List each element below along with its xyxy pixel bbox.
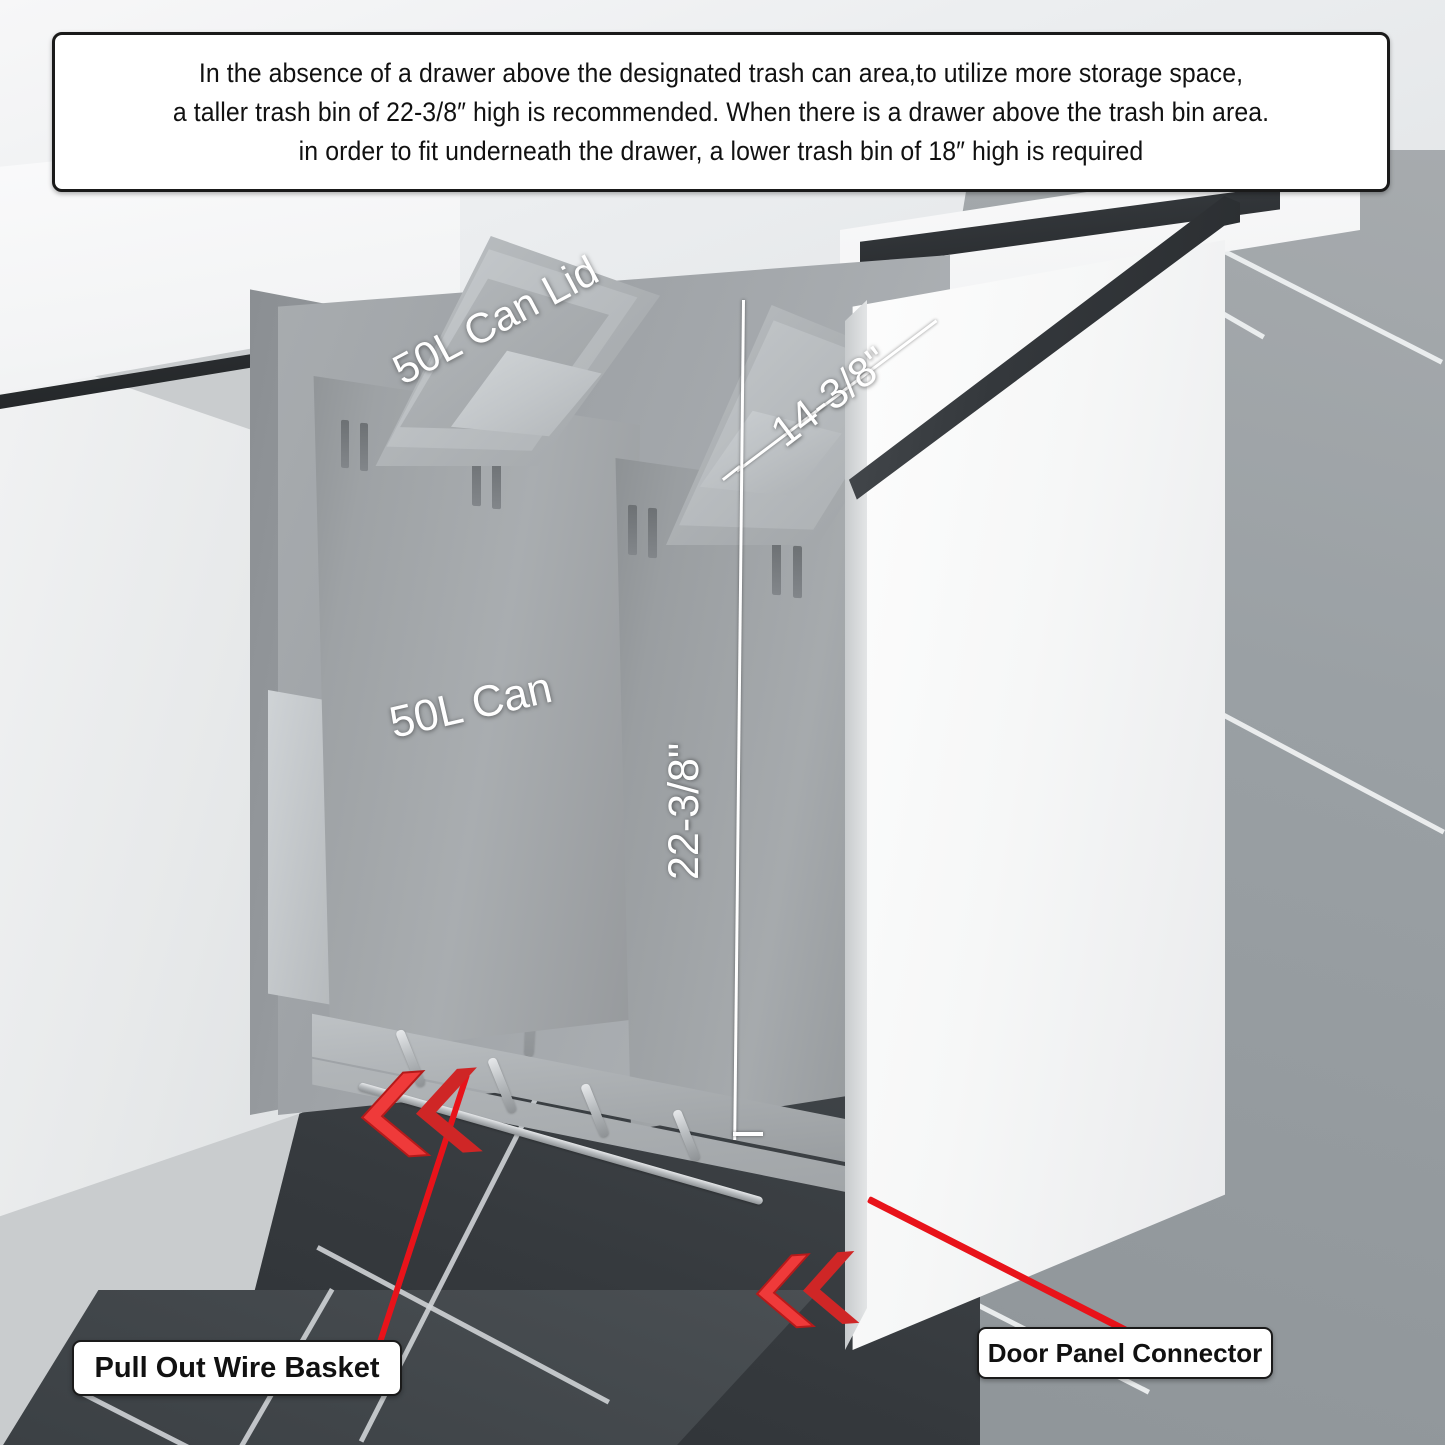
notice-line-3: in order to fit underneath the drawer, a…: [298, 135, 1144, 166]
double-chevron-left-icon: [345, 1064, 483, 1165]
bin-vent-slot: [341, 419, 349, 469]
door-panel-edge: [845, 300, 867, 1350]
bin-vent-slot: [492, 458, 501, 510]
bin-vent-slot: [360, 422, 368, 472]
notice-callout-box: In the absence of a drawer above the des…: [52, 32, 1390, 192]
bin-vent-slot: [648, 507, 657, 559]
bin-vent-slot: [772, 542, 781, 596]
notice-line-1: In the absence of a drawer above the des…: [198, 57, 1244, 88]
door-panel[interactable]: [852, 240, 1225, 1350]
callout-label-text: Pull Out Wire Basket: [94, 1351, 380, 1384]
height-dimension-cap: [733, 1132, 763, 1136]
bin-vent-slot: [628, 504, 637, 556]
callout-label-text: Door Panel Connector: [987, 1337, 1263, 1368]
callout-pull-out-wire-basket: Pull Out Wire Basket: [72, 1340, 402, 1396]
double-chevron-left-icon: [742, 1248, 860, 1333]
notice-line-2: a taller trash bin of 22-3/8″ high is re…: [172, 96, 1270, 127]
callout-door-panel-connector: Door Panel Connector: [977, 1327, 1273, 1379]
height-dimension-label: 22-3/8": [660, 742, 708, 880]
bin-vent-slot: [793, 545, 802, 599]
